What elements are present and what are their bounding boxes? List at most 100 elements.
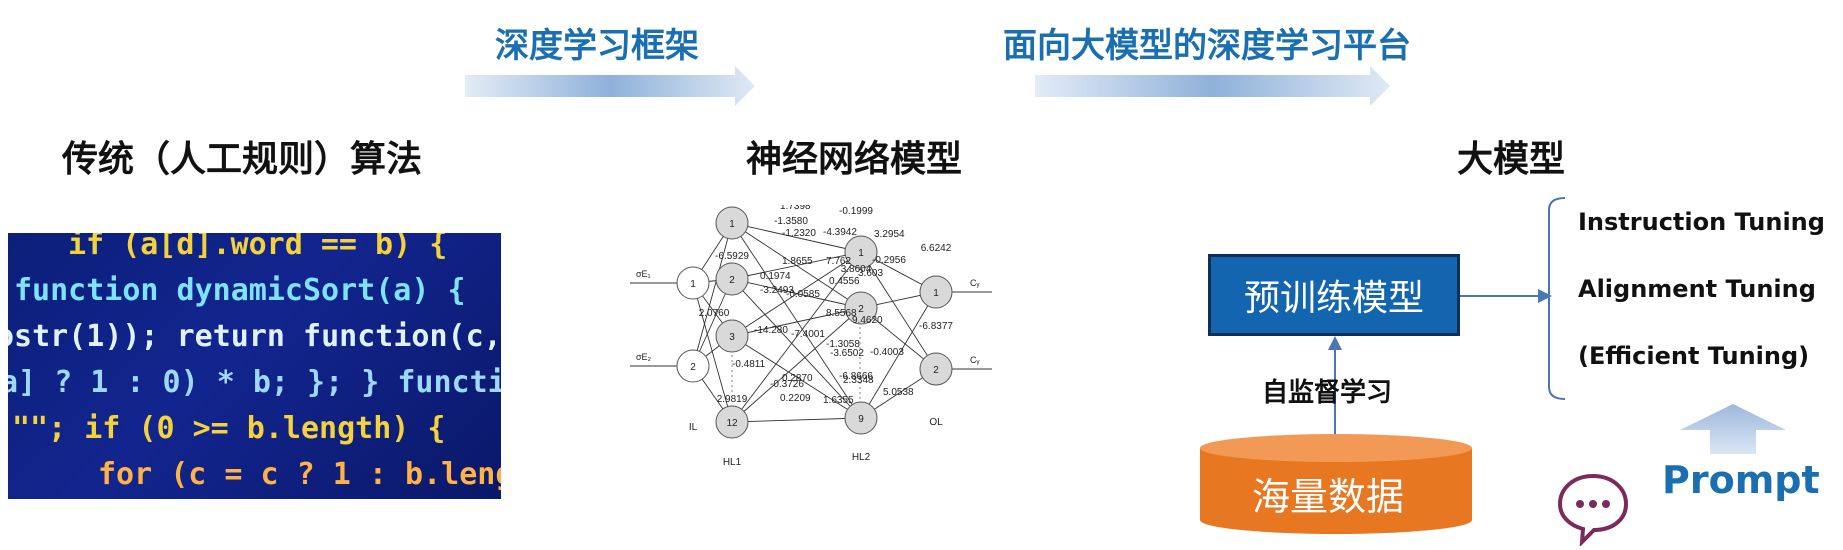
- chat-bubble-icon: [1557, 473, 1629, 546]
- nn-weight: 7.762: [826, 256, 851, 267]
- nn-edge: [860, 291, 937, 419]
- nn-weight: 3.603: [858, 268, 883, 279]
- nn-weight: -7.4001: [791, 329, 825, 340]
- code-line: for (c = c ? 1 : b.length;;) {: [98, 457, 501, 492]
- nn-input-signal: σE₁: [636, 269, 651, 279]
- code-line: a] ? 1 : 0) * b; }; } function: [8, 365, 501, 400]
- nn-node: [844, 401, 878, 435]
- nn-weight: 8.5568: [826, 308, 857, 319]
- nn-edge: [731, 222, 862, 253]
- nn-node-label: 1: [858, 248, 864, 259]
- nn-edge: [731, 222, 862, 419]
- pretrain-to-tuning-arrow: [1460, 289, 1552, 303]
- nn-bias: -6.8666: [839, 371, 873, 382]
- nn-weight: 0.4556: [829, 276, 860, 287]
- tuning-alignment: Alignment Tuning: [1578, 275, 1816, 303]
- nn-node-label: 2: [858, 304, 864, 315]
- nn-bias: -0.1999: [839, 206, 873, 217]
- nn-node-label: 2: [729, 275, 735, 286]
- data-label: 海量数据: [1252, 475, 1405, 519]
- nn-node: [919, 275, 953, 309]
- neural-network-diagram: 121231212912σE₁σE₂CᵧCᵧ8.4253-6.59292.076…: [630, 205, 992, 468]
- nn-weight: 1.7398: [780, 205, 811, 212]
- nn-layer-label: IL: [689, 422, 698, 433]
- stage-title-large-model: 大模型: [1457, 139, 1566, 180]
- nn-weight: -14.280: [754, 325, 788, 336]
- nn-node-label: 9: [858, 414, 864, 425]
- nn-edge: [692, 222, 733, 367]
- nn-node-label: 1: [729, 219, 735, 230]
- nn-output-signal: Cᵧ: [970, 278, 979, 288]
- nn-layer-label: HL2: [852, 452, 871, 463]
- transition-label-platform: 面向大模型的深度学习平台: [1003, 26, 1411, 66]
- nn-weight: 0.2209: [780, 393, 811, 404]
- nn-layer-label: OL: [929, 417, 943, 428]
- nn-node-label: 1: [690, 279, 696, 290]
- nn-node-label: 1: [933, 288, 939, 299]
- nn-weight: 0.1974: [760, 271, 791, 282]
- transition-arrow-1: [465, 66, 755, 106]
- nn-edge: [731, 307, 862, 423]
- nn-weight: 1.8655: [782, 256, 813, 267]
- nn-edge: [731, 251, 862, 337]
- nn-weight: 2.3348: [843, 375, 874, 386]
- nn-edge: [692, 282, 733, 423]
- nn-node-label: 2: [690, 362, 696, 373]
- nn-layer-label: HL1: [723, 457, 742, 468]
- data-cylinder: [1200, 434, 1472, 534]
- stage-title-neural-network: 神经网络模型: [746, 139, 963, 180]
- nn-bias: 6.6242: [921, 243, 952, 254]
- nn-edge: [731, 335, 862, 419]
- nn-bias: 3.8604: [841, 264, 872, 275]
- nn-edge: [731, 251, 862, 423]
- code-line: ""; if (0 >= b.length) {: [12, 411, 446, 446]
- nn-weight: -1.3058: [826, 339, 860, 350]
- nn-weight: -3.2493: [760, 285, 794, 296]
- nn-edge: [731, 417, 862, 423]
- prompt-up-arrow: [1680, 404, 1786, 454]
- nn-weight: -0.3726: [770, 379, 804, 390]
- nn-weight: -3.6502: [830, 348, 864, 359]
- nn-weight: 9.4620: [852, 315, 883, 326]
- nn-bias: 2.9819: [717, 394, 748, 405]
- nn-edge: [731, 278, 862, 419]
- nn-bias: -6.5929: [715, 251, 749, 262]
- tuning-instruction: Instruction Tuning: [1578, 208, 1825, 236]
- nn-weight: -4.3942: [823, 227, 857, 238]
- nn-edge: [731, 251, 862, 280]
- nn-input-signal: σE₂: [636, 352, 652, 362]
- nn-output-signal: Cᵧ: [970, 355, 979, 365]
- transition-arrow-2: [1035, 66, 1390, 106]
- nn-node: [715, 262, 749, 296]
- transition-label-framework: 深度学习框架: [495, 26, 699, 66]
- nn-node: [715, 206, 749, 240]
- nn-weight: 3.2954: [874, 229, 905, 240]
- nn-bias: -6.8377: [919, 321, 953, 332]
- nn-weight: -0.4003: [870, 347, 904, 358]
- code-image: if (a[d].word == b) { function dynamicSo…: [8, 233, 501, 499]
- nn-weight: -1.2320: [782, 228, 816, 239]
- stage-title-traditional: 传统（人工规则）算法: [62, 139, 423, 180]
- nn-weight: 5.0538: [883, 387, 914, 398]
- prompt-label: Prompt: [1662, 458, 1820, 502]
- tuning-bracket: [1548, 197, 1566, 400]
- code-line: function dynamicSort(a) {: [14, 273, 466, 308]
- nn-weight: -1.3580: [774, 216, 808, 227]
- nn-node: [715, 319, 749, 353]
- nn-bias: 2.0760: [699, 308, 730, 319]
- nn-edge: [860, 251, 937, 370]
- nn-node: [676, 349, 710, 383]
- selfsup-arrow: [1328, 336, 1342, 438]
- nn-node: [844, 291, 878, 325]
- nn-node: [676, 266, 710, 300]
- nn-weight: -0.0585: [786, 289, 820, 300]
- nn-weight: -0.4811: [732, 359, 766, 370]
- nn-node: [919, 352, 953, 386]
- nn-node-label: 2: [933, 365, 939, 376]
- code-line: ostr(1)); return function(c, d) {: [8, 319, 501, 354]
- pretrain-model-box: 预训练模型: [1208, 254, 1460, 336]
- tuning-efficient: (Efficient Tuning): [1578, 342, 1810, 370]
- selfsup-label: 自监督学习: [1262, 378, 1393, 408]
- nn-node-label: 12: [726, 418, 738, 429]
- code-line: if (a[d].word == b) {: [68, 233, 448, 262]
